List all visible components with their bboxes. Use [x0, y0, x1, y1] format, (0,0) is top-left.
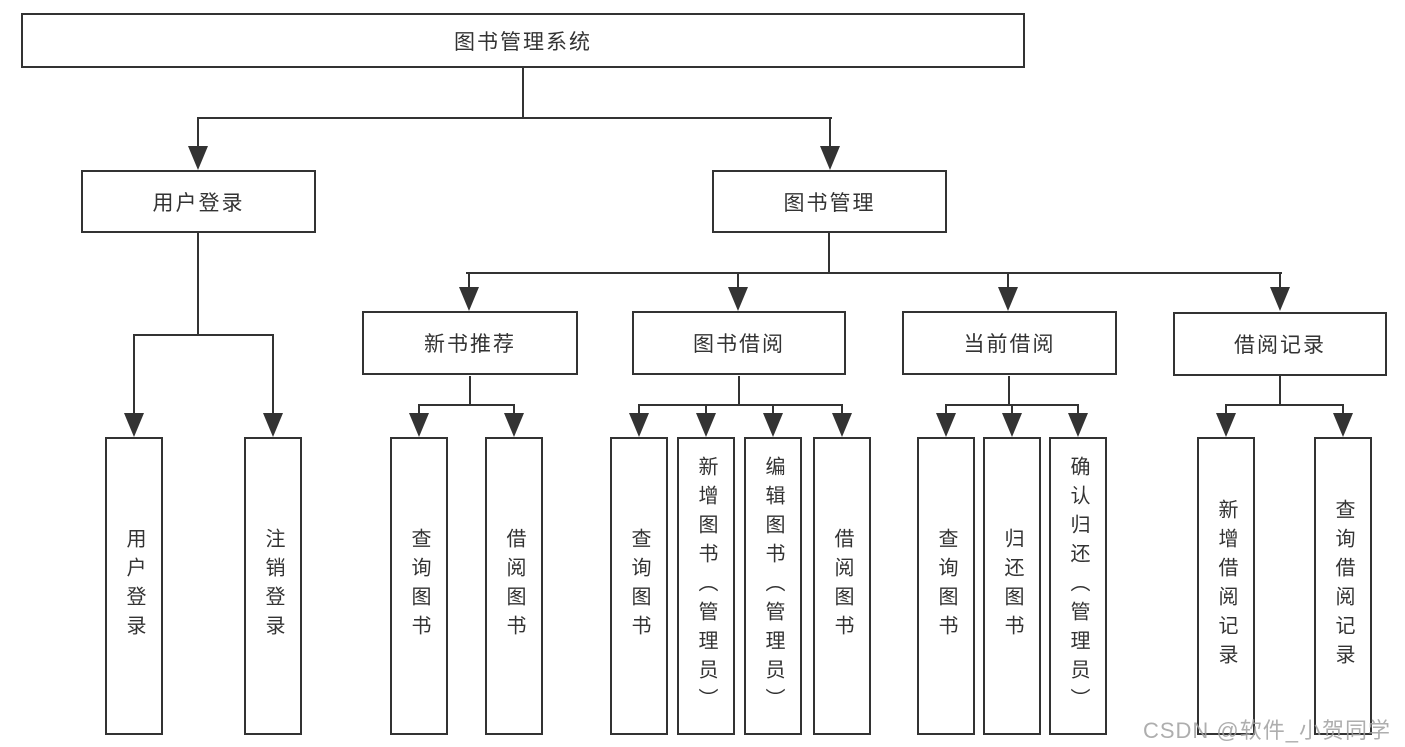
arrow-down-to-new-book-recommend [459, 272, 479, 311]
node-leaf-add-books-admin: 新增图书（管理员） [677, 437, 735, 735]
node-book-borrow: 图书借阅 [632, 311, 846, 375]
node-label: 归还图书 [1001, 528, 1023, 644]
node-label: 图书管理系统 [454, 30, 592, 54]
node-label: 当前借阅 [963, 333, 1056, 356]
node-new-book-recommend: 新书推荐 [362, 311, 578, 375]
node-label: 编辑图书（管理员） [762, 455, 784, 717]
arrow-down-to-return-books [1002, 404, 1022, 437]
node-label: 新增图书（管理员） [695, 455, 717, 717]
arrow-down-to-confirm-return-admin [1068, 404, 1088, 437]
arrow-down-to-borrow-records [1270, 272, 1290, 311]
node-leaf-current-query-books: 查询图书 [917, 437, 975, 735]
node-root: 图书管理系统 [21, 13, 1025, 68]
node-borrow-records: 借阅记录 [1173, 312, 1387, 376]
node-leaf-query-borrow-record: 查询借阅记录 [1314, 437, 1372, 735]
node-label: 借阅图书 [503, 528, 525, 644]
arrow-down-to-book-borrow [728, 272, 748, 311]
arrow-down-to-rec-borrow-books [504, 404, 524, 437]
node-label: 查询图书 [935, 528, 957, 644]
connector-book-management-rail [466, 272, 1282, 274]
node-label: 图书管理 [783, 191, 876, 215]
node-leaf-borrow-query-books: 查询图书 [610, 437, 668, 735]
arrow-down-to-add-borrow-record [1216, 404, 1236, 437]
arrow-down-to-leaf-user-login [124, 334, 144, 437]
arrow-down-to-edit-books-admin [763, 404, 783, 437]
node-label: 借阅图书 [831, 528, 853, 644]
connector-recommend-stem [469, 376, 471, 406]
node-leaf-add-borrow-record: 新增借阅记录 [1197, 437, 1255, 735]
connector-book-management-stem [828, 233, 830, 273]
node-label: 图书借阅 [693, 333, 785, 356]
arrow-down-to-borrow-books [832, 404, 852, 437]
connector-user-login-stem [197, 233, 199, 335]
node-leaf-user-login: 用户登录 [105, 437, 163, 735]
node-leaf-rec-borrow-books: 借阅图书 [485, 437, 543, 735]
connector-current-borrow-stem [1008, 376, 1010, 406]
node-label: 注销登录 [262, 528, 284, 644]
node-label: 查询图书 [408, 528, 430, 644]
connector-root-rail [197, 117, 832, 119]
node-label: 查询图书 [628, 528, 650, 644]
arrow-down-to-current-borrow [998, 272, 1018, 311]
node-leaf-logout: 注销登录 [244, 437, 302, 735]
arrow-down-to-leaf-logout [263, 334, 283, 437]
connector-book-borrow-rail [638, 404, 843, 406]
node-label: 用户登录 [152, 191, 245, 215]
node-label: 新增借阅记录 [1215, 499, 1237, 673]
node-book-management: 图书管理 [712, 170, 947, 233]
connector-user-login-rail [133, 334, 274, 336]
watermark: CSDN @软件_小贺同学 [1142, 718, 1391, 743]
node-leaf-rec-query-books: 查询图书 [390, 437, 448, 735]
node-label: 确认归还（管理员） [1067, 455, 1089, 717]
node-user-login: 用户登录 [81, 170, 316, 233]
node-leaf-confirm-return-admin: 确认归还（管理员） [1049, 437, 1107, 735]
arrow-down-to-current-query-books [936, 404, 956, 437]
node-label: 借阅记录 [1234, 334, 1326, 357]
arrow-down-to-borrow-query-books [629, 404, 649, 437]
node-leaf-edit-books-admin: 编辑图书（管理员） [744, 437, 802, 735]
node-label: 用户登录 [123, 528, 145, 644]
node-leaf-borrow-books: 借阅图书 [813, 437, 871, 735]
connector-root-stem [522, 68, 524, 118]
node-leaf-return-books: 归还图书 [983, 437, 1041, 735]
arrow-down-to-user-login [188, 117, 208, 170]
arrow-down-to-add-books-admin [696, 404, 716, 437]
connector-borrow-records-rail [1225, 404, 1344, 406]
node-label: 查询借阅记录 [1332, 499, 1354, 673]
connector-recommend-rail [418, 404, 515, 406]
arrow-down-to-book-management [820, 117, 840, 170]
connector-borrow-records-stem [1279, 376, 1281, 406]
arrow-down-to-rec-query-books [409, 404, 429, 437]
node-label: 新书推荐 [424, 333, 516, 356]
connector-book-borrow-stem [738, 376, 740, 406]
arrow-down-to-query-borrow-record [1333, 404, 1353, 437]
node-current-borrow: 当前借阅 [902, 311, 1117, 375]
